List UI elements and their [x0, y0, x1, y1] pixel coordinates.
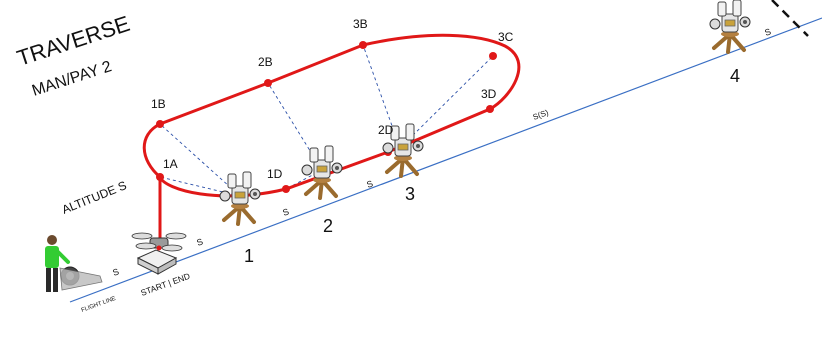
theodolite-icon [218, 170, 262, 226]
waypoint-label-2d: 2D [378, 123, 394, 137]
spacing-label: S [281, 206, 290, 217]
waypoint-label-1d: 1D [267, 167, 283, 181]
station-label-4: 4 [730, 66, 740, 86]
waypoint-3b-dot [359, 41, 367, 49]
waypoint-1a-dot [156, 173, 164, 181]
spacing-label: S [763, 26, 772, 37]
title-man-pay: MAN/PAY 2 [30, 58, 114, 100]
waypoint-1d-dot [282, 185, 290, 193]
title-traverse: TRAVERSE [14, 11, 133, 71]
waypoint-label-2b: 2B [258, 55, 273, 69]
station-label-1: 1 [244, 246, 254, 266]
start-end-label: START | END [139, 271, 191, 298]
waypoint-3c-dot [489, 52, 497, 60]
waypoint-3d-dot [486, 105, 494, 113]
flight-route [142, 33, 521, 198]
sight-line-3c [399, 55, 494, 149]
station-label-2: 2 [323, 216, 333, 236]
station-label-3: 3 [405, 184, 415, 204]
altitude-label: ALTITUDE S [60, 178, 129, 217]
spacing-label: S [365, 178, 374, 189]
waypoint-1b-dot [156, 120, 164, 128]
spacing-label: S [111, 266, 120, 277]
waypoint-label-3c: 3C [498, 30, 514, 44]
end-marker-line [771, 0, 809, 37]
waypoint-label-1b: 1B [151, 97, 166, 111]
operator-icon [45, 235, 103, 292]
spacing-label: S [195, 236, 204, 247]
drone-icon [131, 232, 187, 275]
theodolite-icon [300, 144, 344, 200]
waypoint-label-3d: 3D [481, 87, 497, 101]
waypoint-label-3b: 3B [353, 17, 368, 31]
spacing-label: S(S) [532, 108, 550, 122]
baseline-line [69, 17, 822, 303]
sight-line-2b [267, 82, 323, 171]
waypoint-label-1a: 1A [163, 157, 178, 171]
theodolite-icon [708, 0, 752, 54]
waypoint-2b-dot [264, 79, 272, 87]
flight-line-label: FLIGHT LINE [81, 296, 117, 314]
